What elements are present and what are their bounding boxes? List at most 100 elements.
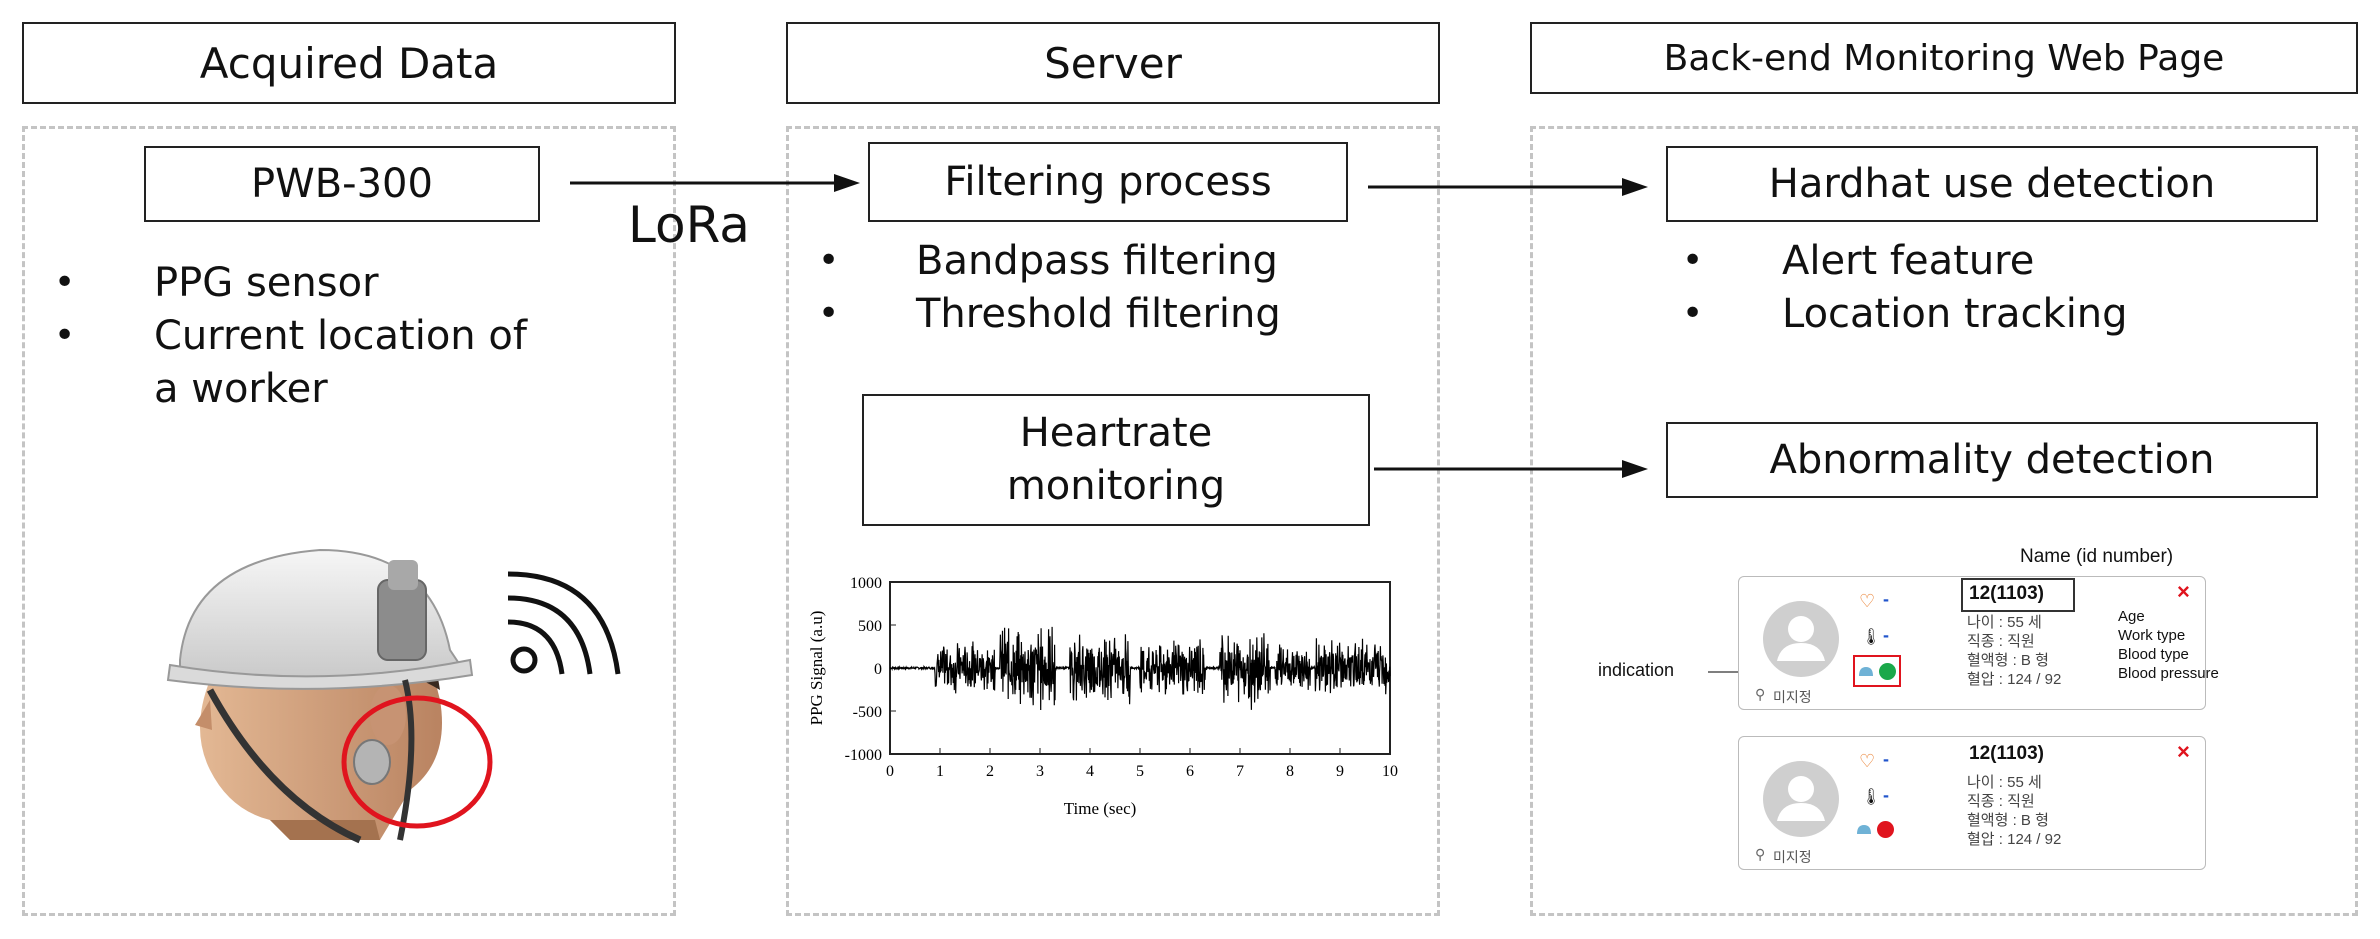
worker-id: 12(1103) [1969, 583, 2045, 604]
hardhat-icon [1859, 667, 1873, 676]
bullet-threshold: Threshold filtering [916, 291, 1281, 337]
status-indicator-dot [1879, 663, 1896, 680]
server-panel [786, 126, 1440, 916]
x-tick-label: 2 [986, 763, 994, 780]
wireless-signal-icon [507, 571, 621, 675]
y-tick-label: -1000 [845, 747, 882, 764]
worker-card[interactable]: ♡ - 🌡 - ⚲ 미지정 12(1103) 나이 : 55 세 직종 : 직원… [1738, 576, 2206, 710]
close-icon[interactable]: × [2177, 739, 2190, 764]
x-tick-label: 1 [936, 763, 944, 780]
server-header: Server [786, 22, 1440, 104]
worker-work-type: 직종 : 직원 [1967, 633, 2035, 650]
worker-blood-pressure: 혈압 : 124 / 92 [1967, 831, 2062, 848]
pwb-300-label: PWB-300 [251, 161, 433, 207]
ppg-signal-line [889, 626, 1391, 711]
close-icon[interactable]: × [2177, 579, 2190, 604]
abnormality-detection-box: Abnormality detection [1666, 422, 2318, 498]
worker-blood-type: 혈액형 : B 형 [1967, 652, 2049, 669]
bullet-alert-feature: Alert feature [1782, 238, 2035, 284]
status-indicator-dot [1877, 821, 1894, 838]
ppg-chart: 1000 500 0 -500 -1000 0 1 2 3 4 5 6 7 8 9 10 Time (sec… [807, 575, 1398, 818]
legend-blood-pressure: Blood pressure [2118, 665, 2219, 682]
x-tick-label: 9 [1336, 763, 1344, 780]
avatar [1763, 601, 1839, 677]
legend-work-type: Work type [2118, 627, 2186, 644]
abnormality-detection-label: Abnormality detection [1769, 437, 2215, 483]
worker-id: 12(1103) [1969, 743, 2045, 764]
heartrate-label-line2: monitoring [1006, 463, 1226, 509]
bullet-current-location-cont: a worker [154, 366, 328, 412]
thermometer-icon: 🌡 [1861, 627, 1882, 646]
bullet-ppg-sensor: PPG sensor [154, 260, 379, 306]
x-tick-label: 3 [1036, 763, 1044, 780]
bullet-current-location: Current location of [154, 313, 527, 359]
bullet-dot: • [54, 262, 76, 303]
name-id-highlight [1961, 578, 2075, 612]
x-tick-label: 5 [1136, 763, 1144, 780]
heartrate-label-line1: Heartrate [1019, 410, 1213, 456]
temperature-value: - [1883, 785, 1889, 805]
x-tick-label: 0 [886, 763, 894, 780]
heart-icon: ♡ [1859, 751, 1876, 772]
x-tick-label: 10 [1382, 763, 1398, 780]
lora-label: LoRa [628, 196, 750, 254]
backend-title: Back-end Monitoring Web Page [1663, 37, 2225, 79]
x-tick-label: 6 [1186, 763, 1194, 780]
x-tick-label: 4 [1086, 763, 1094, 780]
bullet-dot: • [818, 293, 840, 334]
worker-card[interactable]: ♡ - 🌡 - ⚲ 미지정 12(1103) 나이 : 55 세 직종 : 직원… [1738, 736, 2206, 870]
y-tick-label: 0 [874, 661, 882, 678]
y-tick-label: -500 [853, 704, 882, 721]
server-title: Server [1044, 38, 1182, 88]
avatar [1763, 761, 1839, 837]
y-tick-label: 500 [858, 618, 882, 635]
heart-rate-value: - [1883, 749, 1889, 769]
name-id-callout: Name (id number) [2020, 546, 2174, 567]
y-tick-label: 1000 [850, 575, 882, 592]
worker-blood-type: 혈액형 : B 형 [1967, 812, 2049, 829]
backend-panel [1530, 126, 2358, 916]
legend-age: Age [2118, 608, 2145, 625]
backend-header: Back-end Monitoring Web Page [1530, 22, 2358, 94]
heart-rate-value: - [1883, 589, 1889, 609]
ppg-x-ticks: 0 1 2 3 4 5 6 7 8 9 10 [886, 748, 1398, 780]
hardhat-use-detection-label: Hardhat use detection [1768, 161, 2216, 207]
hardhat-icon [1857, 825, 1871, 834]
bullet-dot: • [818, 240, 840, 281]
filtering-process-label: Filtering process [944, 159, 1272, 205]
bullet-location-tracking: Location tracking [1782, 291, 2128, 337]
ppg-x-axis-label: Time (sec) [1064, 799, 1137, 818]
acquired-data-title: Acquired Data [199, 38, 499, 88]
acquired-data-panel [22, 126, 676, 916]
lora-arrow [570, 174, 860, 192]
bullet-dot: • [1682, 293, 1704, 334]
legend-blood-type: Blood type [2118, 646, 2189, 663]
hardhat-use-detection-box: Hardhat use detection [1666, 146, 2318, 222]
location-value: 미지정 [1773, 849, 1812, 865]
location-pin-icon: ⚲ [1755, 847, 1766, 863]
helmet-head-illustration [166, 548, 493, 844]
bullet-dot: • [1682, 240, 1704, 281]
bullet-dot: • [54, 315, 76, 356]
location-pin-icon: ⚲ [1755, 687, 1766, 703]
arrow-to-hardhat [1368, 178, 1648, 196]
worker-blood-pressure: 혈압 : 124 / 92 [1967, 671, 2062, 688]
x-tick-label: 8 [1286, 763, 1294, 780]
indication-callout: indication [1598, 660, 1675, 680]
indication-box [1853, 655, 1901, 687]
bullet-bandpass: Bandpass filtering [916, 238, 1278, 284]
temperature-value: - [1883, 625, 1889, 645]
ppg-y-ticks: 1000 500 0 -500 -1000 [845, 575, 896, 764]
location-value: 미지정 [1773, 689, 1812, 705]
x-tick-label: 7 [1236, 763, 1244, 780]
filtering-process-box: Filtering process [868, 142, 1348, 222]
worker-work-type: 직종 : 직원 [1967, 793, 2035, 810]
worker-age: 나이 : 55 세 [1967, 614, 2042, 631]
arrow-to-abnormality [1374, 460, 1648, 478]
acquired-data-header: Acquired Data [22, 22, 676, 104]
heartrate-monitoring-box: Heartrate monitoring [862, 394, 1370, 526]
heart-icon: ♡ [1859, 591, 1876, 612]
thermometer-icon: 🌡 [1861, 787, 1882, 806]
pwb-300-box: PWB-300 [144, 146, 540, 222]
worker-age: 나이 : 55 세 [1967, 774, 2042, 791]
